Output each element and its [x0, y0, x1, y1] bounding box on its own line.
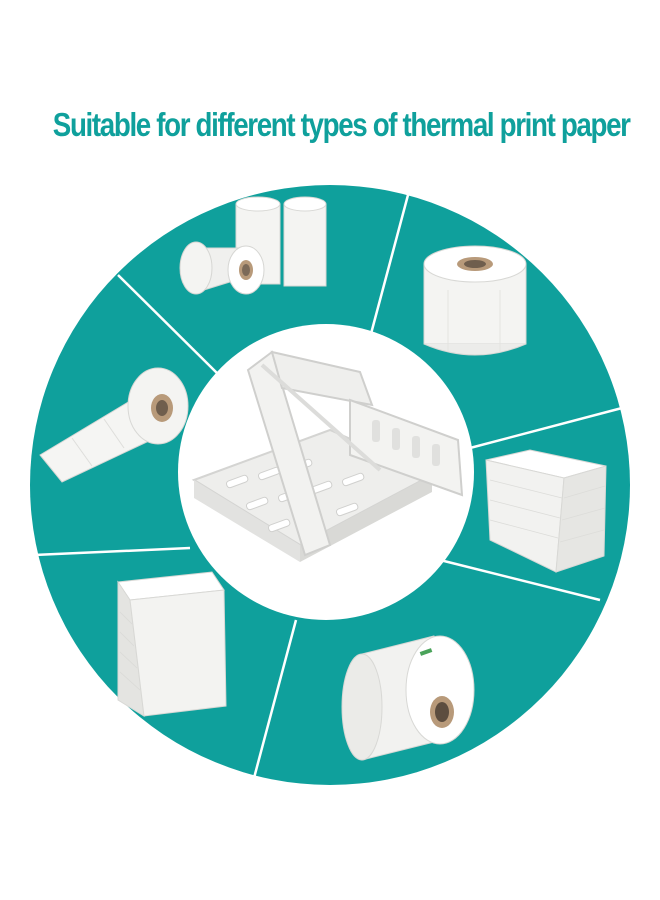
segment-dividers [33, 194, 623, 779]
unrolled-roll-icon [39, 367, 189, 483]
receipt-rolls-icon [179, 196, 327, 295]
label-roll-icon [423, 245, 527, 356]
thermal-roll-icon [341, 635, 475, 761]
label-stack-icon [117, 571, 227, 717]
page-title: Suitable for different types of thermal … [52, 106, 631, 143]
label-holder-icon [191, 350, 464, 562]
fanfold-stack-icon [485, 449, 607, 573]
